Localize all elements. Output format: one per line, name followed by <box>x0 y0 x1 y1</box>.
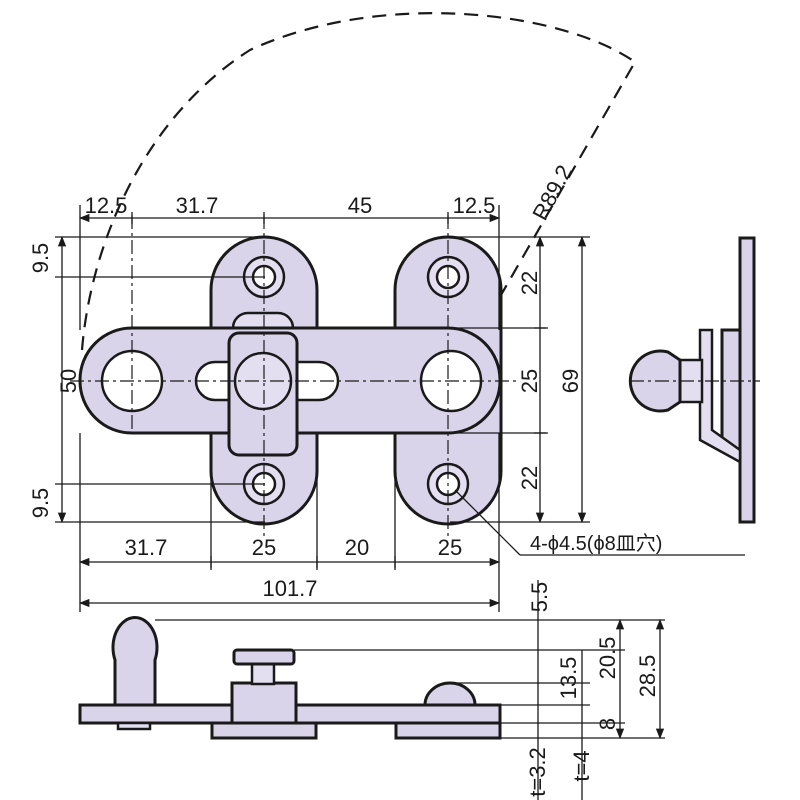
dim-bottom-20: 20 <box>345 535 369 560</box>
side-plate <box>738 236 756 524</box>
dim-side-28-5: 28.5 <box>635 655 660 698</box>
elev-knob <box>111 616 159 707</box>
front-dimensions: 12.5 31.7 45 12.5 R89.2 9.5 50 9.5 22 25… <box>28 161 745 612</box>
dim-thickness-4: t=4 <box>569 750 594 781</box>
dim-left-bottom: 9.5 <box>28 488 53 519</box>
front-view <box>70 12 637 540</box>
elev-dome <box>423 681 477 707</box>
swing-arc <box>80 12 637 376</box>
dim-top-31-7: 31.7 <box>176 193 219 218</box>
dim-top-12-5-left: 12.5 <box>85 193 128 218</box>
side-bracket <box>720 328 742 458</box>
dim-radius: R89.2 <box>527 161 577 225</box>
dim-side-8: 8 <box>595 718 620 730</box>
dim-bottom-25-right: 25 <box>438 535 462 560</box>
bottom-view: 5.5 13.5 20.5 28.5 8 t=3.2 t=4 <box>78 580 665 800</box>
hole-callout: 4-ϕ4.5(ϕ8皿穴) <box>530 532 662 555</box>
dim-side-13-5: 13.5 <box>556 657 581 700</box>
elev-slider-cap <box>232 648 296 666</box>
dim-bottom-25-left: 25 <box>252 535 276 560</box>
dim-left-middle: 50 <box>56 369 81 393</box>
dim-right-middle: 25 <box>517 369 542 393</box>
dim-right-bottom: 22 <box>517 466 542 490</box>
dim-top-12-5-right: 12.5 <box>453 193 496 218</box>
elev-slider-block <box>230 681 298 725</box>
dim-side-5-5: 5.5 <box>527 582 552 613</box>
dim-thickness-3-2: t=3.2 <box>525 747 550 797</box>
dim-overall-width: 101.7 <box>262 576 317 601</box>
dim-side-20-5: 20.5 <box>595 637 620 680</box>
dim-bottom-31-7: 31.7 <box>125 535 168 560</box>
dim-right-top: 22 <box>517 271 542 295</box>
dim-top-45: 45 <box>348 193 372 218</box>
dim-right-total: 69 <box>558 369 583 393</box>
dim-left-top: 9.5 <box>28 243 53 274</box>
elev-knob-foot <box>116 721 152 731</box>
side-bar-edge <box>698 328 742 465</box>
side-view <box>628 236 760 524</box>
